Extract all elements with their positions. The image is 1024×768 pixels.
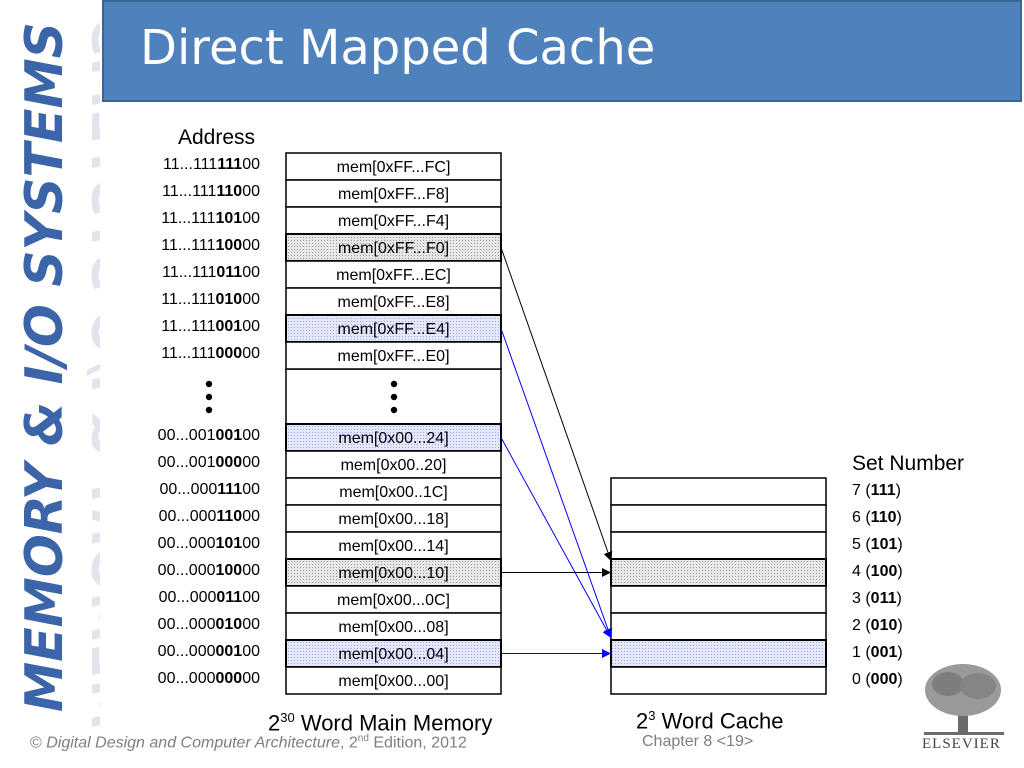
- memory-cell: [285, 666, 502, 695]
- set-number-label: 5 (101): [852, 536, 903, 553]
- main-memory-array: mem[0xFF...FC] mem[0xFF...F8] mem[0xFF...F…: [285, 152, 502, 695]
- address-label: 00...00001000: [157, 616, 260, 633]
- memory-cell-label: mem[0xFF...FC]: [337, 159, 451, 176]
- memory-cell-label: mem[0xFF...E8]: [337, 294, 449, 311]
- memory-cell-label: mem[0x00...18]: [338, 511, 448, 528]
- ellipsis-dots: [205, 380, 398, 414]
- address-label: 00...00000000: [157, 670, 260, 687]
- set-number-label: 3 (011): [852, 590, 902, 607]
- memory-cell-label: mem[0xFF...E0]: [337, 348, 449, 365]
- memory-cell-label: mem[0x00...10]: [338, 565, 448, 582]
- mapping-arrows: [500, 247, 613, 658]
- address-label: 11...11110000: [161, 237, 260, 254]
- cache-set-cell: [610, 612, 827, 641]
- cache-set-cell: [610, 477, 827, 506]
- slide-title: Direct Mapped Cache: [140, 20, 656, 76]
- address-label: 11...11101100: [162, 264, 260, 281]
- memory-cell: [285, 287, 502, 316]
- memory-cell: [285, 179, 502, 208]
- memory-cell: [285, 639, 502, 668]
- cache-set-cell: [610, 639, 827, 668]
- set-number-label: 1 (001): [852, 644, 903, 661]
- address-label: 00...00100100: [157, 427, 260, 444]
- address-label: 00...00100000: [157, 454, 260, 471]
- cache-caption: 23 Word Cache: [636, 708, 784, 734]
- address-label: 11...11100000: [161, 345, 260, 362]
- memory-cell-label: mem[0x00...00]: [338, 673, 448, 690]
- footer-copyright: © Digital Design and Computer Architectu…: [30, 733, 467, 752]
- memory-cell-label: mem[0xFF...F8]: [338, 186, 449, 203]
- cache-set-cell: [610, 558, 827, 587]
- address-label: 00...00010100: [157, 535, 260, 552]
- memory-cell-label: mem[0x00...04]: [338, 646, 448, 663]
- mapping-arrow: [500, 328, 613, 639]
- footer-chapter: Chapter 8 <19>: [642, 733, 754, 750]
- set-number-header: Set Number: [852, 452, 965, 475]
- set-number-label: 0 (000): [852, 671, 903, 688]
- cache-set-cell: [610, 531, 827, 560]
- memory-cell: [285, 341, 502, 370]
- address-label: 11...11101000: [161, 291, 260, 308]
- mapping-arrow: [500, 437, 612, 639]
- set-number-label: 4 (100): [852, 563, 903, 580]
- address-label: 11...11110100: [161, 210, 260, 227]
- cache-array: [610, 477, 827, 695]
- banner-title: MEMORY & I/O SYSTEMS: [15, 22, 75, 712]
- cache-set-cell: [610, 585, 827, 614]
- memory-cell: [285, 260, 502, 289]
- memory-cell-label: mem[0xFF...EC]: [336, 267, 451, 284]
- address-header: Address: [178, 126, 256, 149]
- address-label: 00...00011100: [159, 481, 260, 498]
- memory-cell-label: mem[0xFF...F0]: [338, 240, 449, 257]
- set-number-label: 7 (111): [852, 482, 901, 499]
- memory-cell-label: mem[0x00..1C]: [339, 484, 447, 501]
- cache-set-cell: [610, 504, 827, 533]
- main-memory-caption: 230 Word Main Memory: [268, 710, 493, 736]
- address-label: 00...00011000: [158, 508, 260, 525]
- memory-cell-label: mem[0xFF...E4]: [337, 321, 449, 338]
- elsevier-tree-logo: [924, 664, 1004, 735]
- address-label: 11...11100100: [161, 318, 260, 335]
- mapping-arrow: [500, 247, 613, 562]
- address-label: 11...11111100: [163, 156, 260, 173]
- memory-cell-label: mem[0xFF...F4]: [338, 213, 449, 230]
- elsevier-wordmark: ELSEVIER: [922, 736, 1001, 752]
- title-bar: Direct Mapped Cache: [102, 0, 1022, 102]
- memory-cell: [285, 206, 502, 235]
- memory-cell-label: mem[0x00...0C]: [337, 592, 450, 609]
- memory-cell-label: mem[0x00...14]: [338, 538, 448, 555]
- memory-cell: [285, 233, 502, 262]
- address-label: 00...00010000: [157, 562, 260, 579]
- banner-reflection: MEMORY & I/O SYSTEMS: [79, 17, 100, 728]
- set-number-label: 6 (110): [852, 509, 902, 526]
- memory-cell: [285, 612, 502, 641]
- memory-cell-label: mem[0x00..20]: [341, 457, 447, 474]
- memory-cell: [285, 152, 502, 181]
- set-number-label: 2 (010): [852, 617, 903, 634]
- address-label: 11...11111000: [162, 183, 260, 200]
- side-banner: MEMORY & I/O SYSTEMS MEMORY & I/O SYSTEM…: [15, 17, 100, 728]
- address-label: 00...00001100: [158, 589, 260, 606]
- address-label: 00...00000100: [157, 643, 260, 660]
- memory-cell-label: mem[0x00...24]: [338, 430, 448, 447]
- memory-cell: [285, 585, 502, 614]
- cache-set-cell: [610, 666, 827, 695]
- memory-cell-label: mem[0x00...08]: [338, 619, 448, 636]
